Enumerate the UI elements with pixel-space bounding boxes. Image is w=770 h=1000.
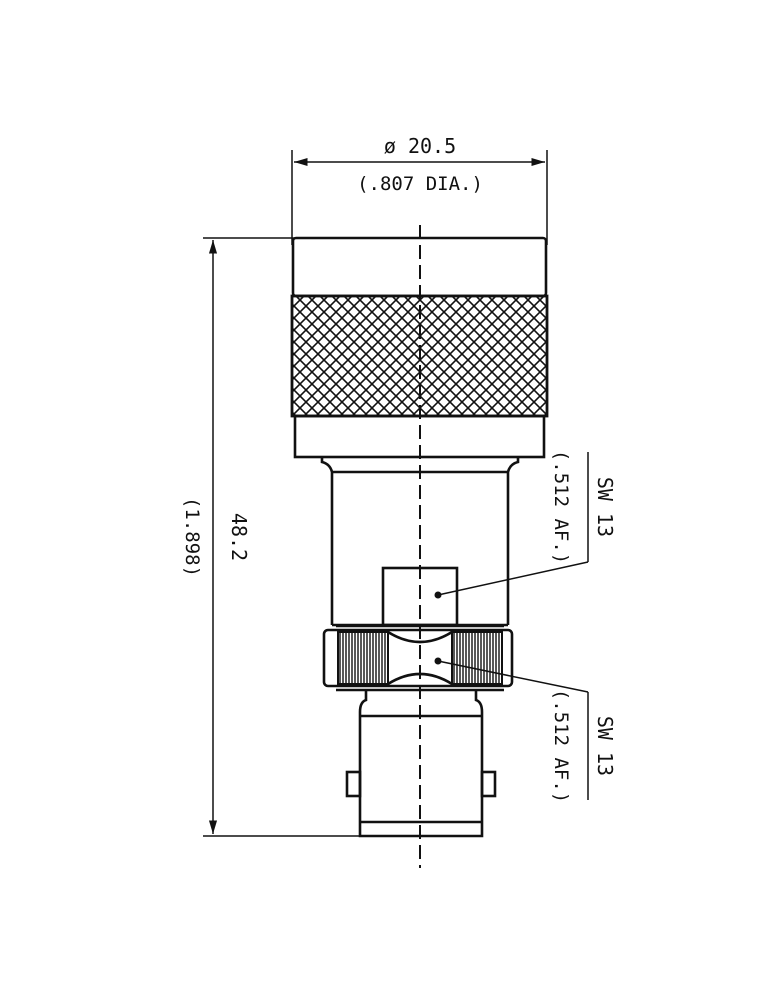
hex-face-right xyxy=(451,631,503,685)
wrench-lower-metric: SW 13 xyxy=(593,716,617,776)
wrench-lower-imperial: (.512 AF.) xyxy=(550,689,572,803)
wrench-upper-metric: SW 13 xyxy=(593,477,617,537)
length-dimension: 48.2 (1.898) xyxy=(181,237,365,837)
wrench-callout-lower: SW 13 (.512 AF.) xyxy=(434,657,617,803)
length-metric-label: 48.2 xyxy=(227,513,251,561)
body-neck xyxy=(320,457,520,625)
callout-leader-upper xyxy=(437,561,589,596)
wrench-upper-imperial: (.512 AF.) xyxy=(550,450,572,564)
diameter-metric-label: ø 20.5 xyxy=(384,134,456,158)
length-imperial-label: (1.898) xyxy=(181,497,203,577)
hex-face-left xyxy=(337,631,389,685)
hex-nut xyxy=(322,624,514,692)
diameter-dimension: ø 20.5 (.807 DIA.) xyxy=(291,134,548,245)
callout-leader-lower xyxy=(437,660,589,693)
diameter-imperial-label: (.807 DIA.) xyxy=(357,173,483,195)
hex-nut-outline xyxy=(322,628,514,688)
bayonet-pin-right xyxy=(480,770,497,798)
bayonet-pin-left xyxy=(345,770,362,798)
wrench-callout-upper: SW 13 (.512 AF.) xyxy=(434,450,617,599)
